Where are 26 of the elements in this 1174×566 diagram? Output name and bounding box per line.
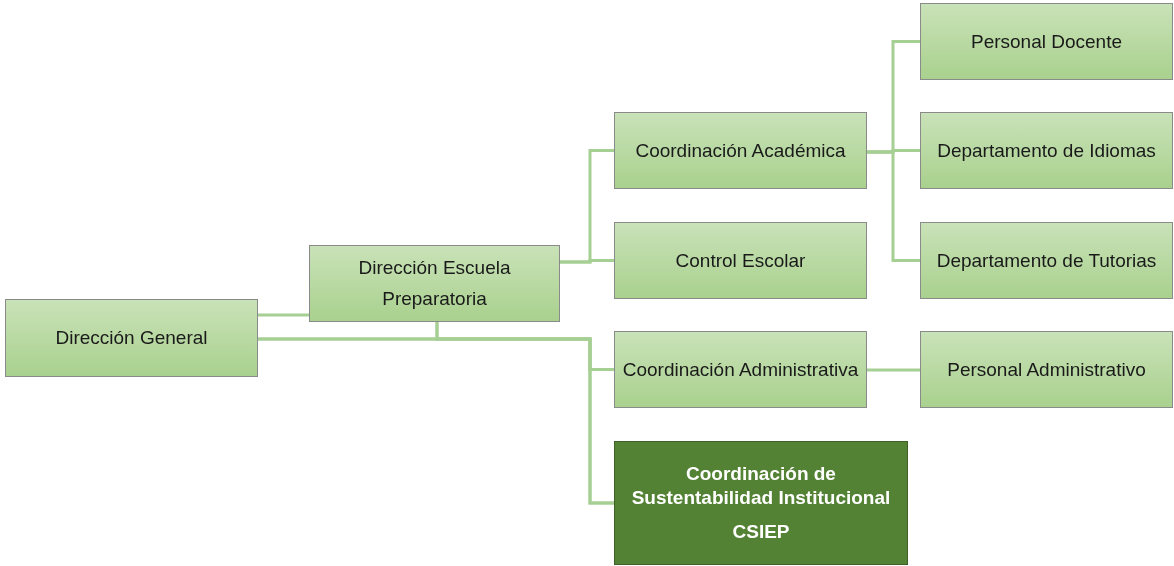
org-unit-box	[920, 3, 1173, 80]
unit-name: Dirección Escuela Preparatoria	[357, 256, 512, 311]
org-unit-box	[5, 299, 258, 377]
unit-name: Coordinación Académica	[635, 138, 846, 163]
unit-name: Coordinación de Sustentabilidad Institucional	[630, 462, 892, 510]
org-unit-box	[309, 245, 560, 322]
unit-name: CSIEP	[732, 519, 790, 544]
connector-line	[867, 368, 920, 372]
unit-name: Departamento de Idiomas	[937, 138, 1156, 163]
org-unit-box	[614, 331, 867, 408]
connector-line	[435, 322, 614, 505]
org-unit-box	[614, 441, 908, 565]
unit-name: Dirección General	[55, 326, 208, 350]
org-unit-box	[920, 112, 1173, 189]
org-unit-box	[920, 222, 1173, 299]
org-unit-box	[614, 222, 867, 299]
unit-name: Personal Docente	[970, 29, 1122, 54]
connector-line	[867, 150, 920, 262]
unit-name: Control Escolar	[675, 248, 806, 273]
connector-line	[560, 259, 614, 264]
unit-name: Coordinación Administrativa	[622, 357, 859, 382]
unit-name: Departamento de Tutorias	[936, 248, 1157, 273]
org-unit-box	[920, 331, 1173, 408]
connector-line	[258, 313, 309, 317]
org-unit-box	[614, 112, 867, 189]
unit-name: Personal Administrativo	[947, 357, 1146, 382]
